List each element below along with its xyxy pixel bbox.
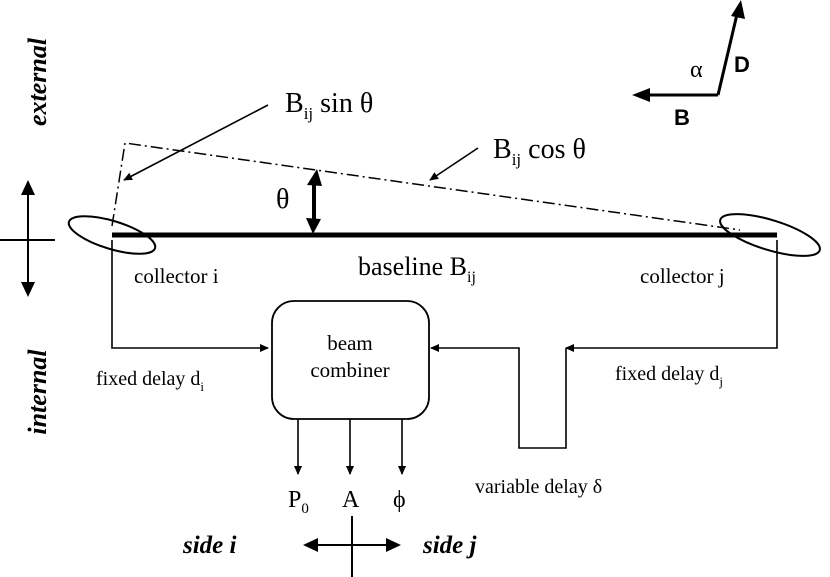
theta-label: θ — [276, 184, 289, 215]
b-sin-theta-arrow — [123, 104, 269, 181]
signal-path-j — [565, 240, 778, 352]
baseline-label: baseline Bij — [358, 252, 476, 286]
side-axis-cross-icon — [303, 516, 401, 577]
b-sin-theta-label: Bij sin θ — [285, 88, 373, 123]
variable-delay-loop — [430, 344, 567, 449]
theta-arrow-icon — [306, 169, 322, 234]
variable-delay-label: variable delay δ — [475, 476, 602, 498]
output-phi-label: ϕ — [393, 487, 406, 513]
left-axis-cross-icon — [0, 180, 55, 297]
fixed-delay-j-label: fixed delay dj — [615, 363, 723, 389]
b-cos-theta-arrow — [429, 147, 479, 181]
collector-i-label: collector i — [134, 264, 219, 288]
internal-label: internal — [23, 349, 52, 435]
direction-b-label: B — [674, 105, 690, 130]
beam-combiner-label-2: combiner — [310, 358, 389, 382]
projection-dashdot-line — [111, 142, 741, 231]
fixed-delay-i-label: fixed delay di — [96, 368, 204, 394]
side-j-label: side j — [422, 532, 478, 559]
output-p0-label: P0 — [288, 487, 309, 517]
b-cos-theta-label: Bij cos θ — [493, 134, 586, 169]
alpha-label: α — [690, 57, 703, 83]
beam-combiner-label-1: beam — [327, 331, 372, 355]
side-i-label: side i — [182, 532, 237, 559]
direction-d-label: D — [734, 52, 750, 77]
signal-path-i — [111, 240, 269, 352]
external-label: external — [23, 37, 52, 126]
output-a-label: A — [342, 487, 360, 513]
collector-j-label: collector j — [640, 264, 725, 288]
collector-j-ellipse — [719, 213, 821, 257]
direction-indicator-icon — [632, 0, 745, 102]
collector-i-ellipse — [67, 215, 157, 255]
